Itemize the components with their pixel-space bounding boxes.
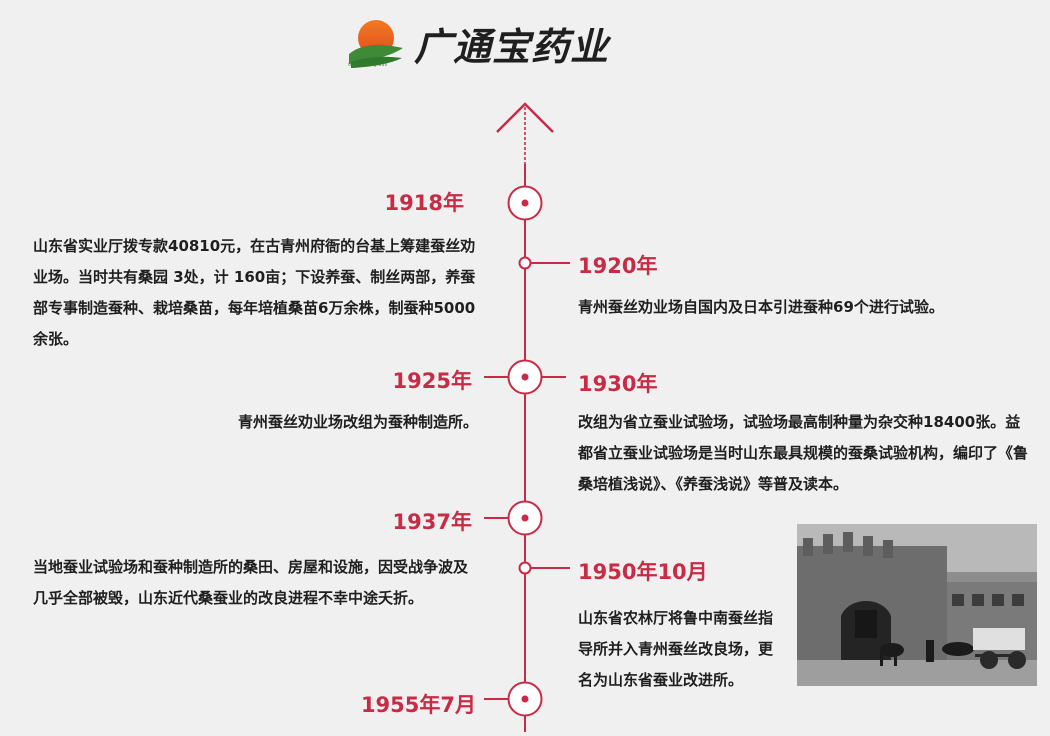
- brand-logo: 广通宝药业 Guang Tong Bao: [346, 14, 646, 74]
- historical-photo: [797, 524, 1037, 686]
- brand-subtitle: Guang Tong Bao: [348, 62, 388, 67]
- timeline-node-1920: [518, 256, 576, 270]
- logo-mark-icon: [349, 20, 403, 68]
- timeline-node-1918: [507, 185, 543, 221]
- timeline-node-1937: [484, 500, 543, 536]
- historical-photo-image: [797, 524, 1037, 686]
- timeline-axis: [480, 98, 576, 732]
- year-1925: 1925年: [392, 369, 472, 393]
- year-1937: 1937年: [392, 510, 472, 534]
- timeline-node-1925-1930: [484, 359, 566, 395]
- entry-1918: 山东省实业厅拨专款40810元，在古青州府衙的台基上筹建蚕丝劝业场。当时共有桑园…: [33, 237, 476, 348]
- year-1950: 1950年10月: [578, 560, 708, 584]
- year-1920: 1920年: [578, 254, 658, 278]
- year-1930: 1930年: [578, 372, 658, 396]
- entry-1920: 青州蚕丝劝业场自国内及日本引进蚕种69个进行试验。: [578, 298, 944, 316]
- entry-1930: 改组为省立蚕业试验场，试验场最高制种量为杂交种18400张。益都省立蚕业试验场是…: [578, 413, 1029, 493]
- brand-name: 广通宝药业: [414, 24, 610, 69]
- entry-1925: 青州蚕丝劝业场改组为蚕种制造所。: [237, 413, 478, 431]
- timeline-node-1955: [484, 681, 543, 717]
- timeline-node-1950: [518, 561, 576, 575]
- entry-1937: 当地蚕业试验场和蚕种制造所的桑田、房屋和设施，因受战争波及几乎全部被毁，山东近代…: [33, 558, 469, 607]
- timeline-line: [484, 102, 576, 732]
- entry-1950: 山东省农林厅将鲁中南蚕丝指导所并入青州蚕丝改良场，更名为山东省蚕业改进所。: [578, 609, 774, 689]
- year-1955: 1955年7月: [360, 693, 476, 717]
- year-1918: 1918年: [384, 191, 464, 215]
